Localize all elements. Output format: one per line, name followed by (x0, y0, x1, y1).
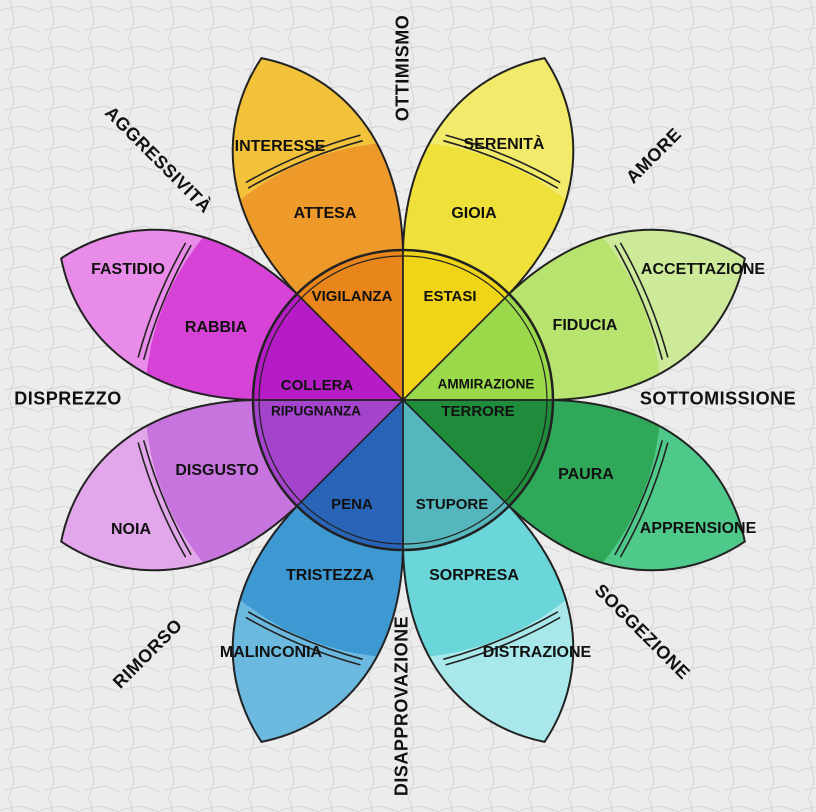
petal-lime-middle-band (509, 229, 661, 400)
petal-cyan-middle-band (403, 506, 574, 658)
label-inner-orange: VIGILANZA (312, 288, 393, 305)
dyad-ottimismo: OTTIMISMO (392, 14, 413, 122)
label-middle-orange: ATTESA (294, 205, 357, 222)
petal-violet-middle-band (145, 400, 297, 571)
label-middle-yellow: GIOIA (451, 205, 497, 222)
dyad-disprezzo: DISPREZZO (14, 388, 122, 409)
label-outer-orange: INTERESSE (235, 138, 326, 155)
dyad-disapprovazione: DISAPPROVAZIONE (391, 615, 412, 797)
label-inner-cyan: STUPORE (416, 496, 489, 513)
label-middle-violet: DISGUSTO (175, 462, 258, 479)
label-outer-blue: MALINCONIA (220, 644, 323, 661)
petal-magenta-middle-band (145, 229, 297, 400)
petal-blue (231, 504, 405, 743)
label-middle-green: PAURA (558, 466, 614, 483)
petal-blue-outline (231, 504, 405, 743)
label-inner-green: TERRORE (441, 403, 514, 420)
label-middle-blue: TRISTEZZA (286, 567, 374, 584)
petal-blue-middle-band (232, 506, 403, 658)
petals (60, 57, 746, 743)
petal-lime (507, 228, 746, 402)
label-inner-violet: RIPUGNANZA (271, 404, 361, 419)
petal-orange (231, 57, 405, 296)
dyad-sottomissione: SOTTOMISSIONE (639, 388, 797, 409)
petal-green-middle-band (509, 400, 661, 571)
label-outer-magenta: FASTIDIO (91, 261, 165, 278)
petal-green (507, 398, 746, 572)
label-outer-yellow: SERENITÀ (464, 134, 545, 153)
label-middle-lime: FIDUCIA (553, 317, 618, 334)
petal-violet (60, 398, 299, 572)
label-inner-blue: PENA (331, 496, 373, 513)
petal-yellow-outline (401, 57, 575, 296)
label-outer-cyan: DISTRAZIONE (483, 644, 592, 661)
label-inner-yellow: ESTASI (423, 288, 476, 305)
label-outer-violet: NOIA (111, 521, 151, 538)
petal-yellow (401, 57, 575, 296)
petal-magenta-outline (60, 228, 299, 402)
petal-orange-outline (231, 57, 405, 296)
label-inner-magenta: COLLERA (281, 377, 354, 394)
label-outer-green: APPRENSIONE (640, 520, 757, 537)
petal-green-outline (507, 398, 746, 572)
petal-magenta (60, 228, 299, 402)
label-outer-lime: ACCETTAZIONE (641, 261, 765, 278)
inner-circle (251, 248, 555, 552)
petal-violet-outline (60, 398, 299, 572)
petal-yellow-middle-band (403, 142, 574, 294)
petal-cyan (401, 504, 575, 743)
petal-orange-middle-band (232, 142, 403, 294)
emotion-labels: INTERESSE ATTESA VIGILANZA SERENITÀ GIOIA EST… (91, 134, 765, 661)
label-middle-cyan: SORPRESA (429, 567, 519, 584)
label-middle-magenta: RABBIA (185, 319, 248, 336)
petal-cyan-outline (401, 504, 575, 743)
petal-lime-outline (507, 228, 746, 402)
label-inner-lime: AMMIRAZIONE (438, 377, 535, 392)
